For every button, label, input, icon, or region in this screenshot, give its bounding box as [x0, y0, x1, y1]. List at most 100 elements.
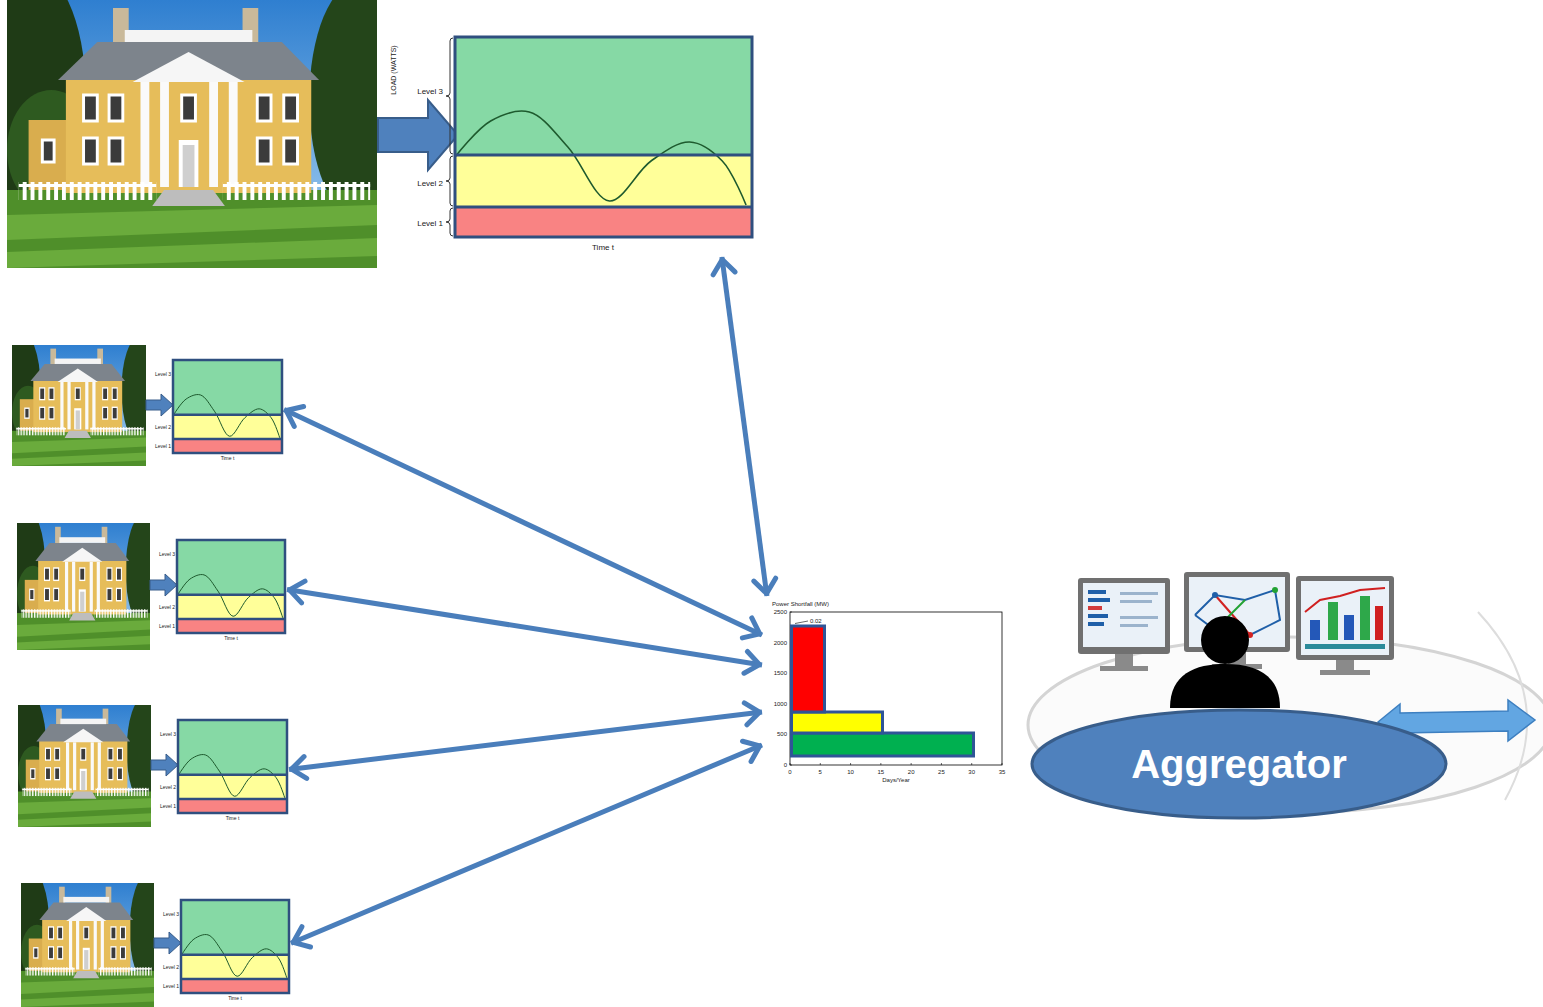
tick-mark	[790, 763, 791, 765]
chart-label: Time t	[224, 636, 238, 641]
house-photo	[7, 867, 165, 1007]
block-arrow	[151, 754, 178, 776]
monitor	[1375, 606, 1383, 640]
chart-label: 15	[878, 769, 885, 775]
chart-label: 30	[968, 769, 975, 775]
chart-label: 2000	[774, 640, 787, 646]
house-photo	[4, 689, 162, 827]
monitor	[1083, 583, 1165, 647]
chart-frame	[455, 37, 752, 237]
chart-art	[762, 596, 1008, 786]
chart-label: Days/Year	[882, 777, 909, 783]
load-level-chart: Level 3Level 2Level 1Time t	[154, 720, 289, 823]
chart-label: Level 3	[160, 731, 176, 736]
chart-label: Level 2	[417, 180, 443, 188]
plot-frame	[790, 612, 1002, 765]
band-divider	[178, 798, 287, 801]
chart-frame	[178, 720, 287, 813]
chart-label: 20	[908, 769, 915, 775]
block-arrow	[378, 100, 458, 170]
monitor	[1088, 598, 1110, 602]
chart-label: Level 2	[155, 424, 171, 429]
chart-label: Level 3	[417, 88, 443, 96]
load-level-chart: LOAD (WATTS)Level 3Level 2Level 1Time t	[383, 35, 755, 257]
tick-mark	[820, 763, 821, 765]
load-curve	[178, 755, 285, 799]
tick-mark	[850, 763, 851, 765]
band-divider	[181, 954, 289, 957]
tick-mark	[911, 763, 912, 765]
band-divider	[177, 594, 285, 597]
level-brace	[446, 208, 453, 236]
chart-label: Power Shortfall (MW)	[772, 601, 829, 607]
chart-label: Level 1	[159, 624, 175, 629]
node-label: Aggregator	[1131, 744, 1347, 784]
monitor	[1088, 614, 1108, 618]
house-photo	[0, 0, 407, 268]
load-curve	[181, 935, 287, 979]
monitor	[1088, 590, 1106, 594]
monitor	[1320, 670, 1370, 675]
monitor	[1078, 578, 1170, 671]
double-arrow-connector	[289, 712, 762, 770]
monitor	[1120, 624, 1148, 627]
chart-label: Level 3	[163, 911, 179, 916]
monitor	[1360, 596, 1370, 640]
level-brace	[446, 38, 453, 154]
monitor	[1120, 600, 1152, 603]
house-photo	[0, 329, 157, 466]
level-brace	[446, 156, 453, 206]
monitor	[1078, 578, 1170, 654]
monitor	[1328, 602, 1338, 640]
green-band	[178, 720, 287, 775]
chart-label: Level 3	[155, 371, 171, 376]
chart-frame	[173, 360, 282, 453]
leader-line	[795, 621, 808, 624]
monitor	[1305, 588, 1385, 612]
monitor	[1115, 652, 1133, 668]
monitor	[1344, 615, 1354, 640]
chart-label: Time t	[592, 244, 614, 252]
ellipse-shape	[1032, 710, 1446, 818]
red-band	[178, 799, 287, 813]
band-divider	[455, 154, 752, 157]
green-band	[181, 900, 289, 955]
band-divider	[177, 618, 285, 621]
band-divider	[181, 978, 289, 981]
monitor	[1100, 666, 1148, 671]
tick-mark	[790, 612, 792, 613]
chart-label: Time t	[221, 456, 235, 461]
band-divider	[178, 774, 287, 777]
band-divider	[173, 414, 282, 417]
monitor	[1212, 592, 1218, 598]
band-divider	[173, 438, 282, 441]
yellow-bar	[792, 712, 883, 733]
chart-label: 0.02	[810, 618, 822, 624]
green-band	[173, 360, 282, 415]
chart-label: Level 2	[159, 604, 175, 609]
chart-label: Level 3	[159, 551, 175, 556]
operator-head	[1201, 616, 1249, 664]
red-band	[177, 619, 285, 633]
monitor	[1120, 616, 1158, 619]
chart-label: 0	[788, 769, 791, 775]
operator-body	[1170, 664, 1280, 708]
chart-frame	[181, 900, 289, 993]
aggregator-ellipse: Aggregator	[1030, 708, 1448, 820]
block-arrow	[154, 932, 181, 954]
tick-mark	[941, 763, 942, 765]
red-bar	[792, 626, 825, 712]
chart-label: Level 2	[163, 964, 179, 969]
chart-label: 35	[999, 769, 1006, 775]
double-arrow-connector	[722, 257, 767, 596]
monitor	[1336, 658, 1354, 672]
chart-label: Level 1	[155, 444, 171, 449]
monitor	[1301, 581, 1389, 655]
monitor	[1088, 606, 1102, 610]
load-curve	[455, 111, 746, 205]
green-bar	[792, 733, 974, 756]
chart-label: 25	[938, 769, 945, 775]
monitor	[1296, 576, 1394, 660]
